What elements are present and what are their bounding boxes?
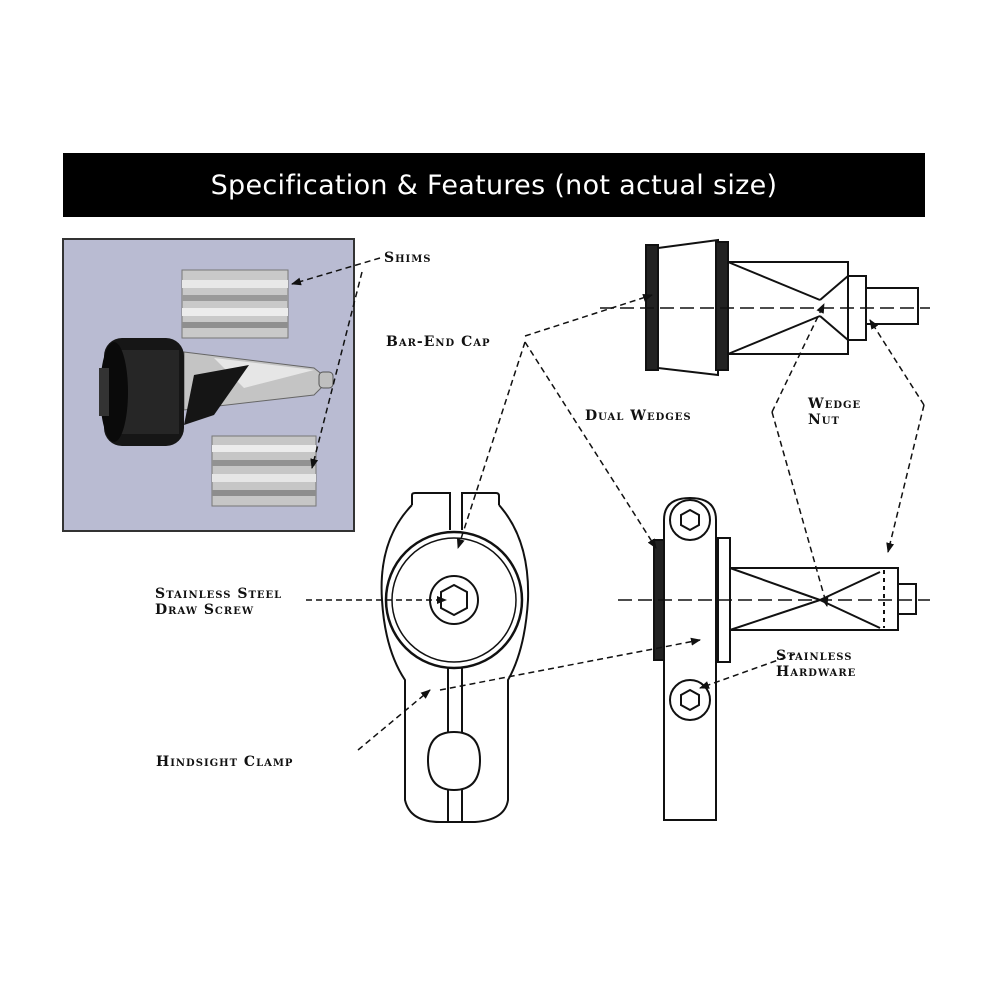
product-photo [62, 238, 355, 532]
title-bar: Specification & Features (not actual siz… [63, 153, 925, 217]
wedge-assembly [183, 351, 334, 425]
top-shim [181, 269, 289, 339]
product-photo-drawing [64, 240, 353, 530]
stainless-steel-draw-screw-label: Stainless Steel Draw Screw [155, 586, 283, 618]
shims-label: Shims [384, 250, 432, 266]
dual-wedges-label: Dual Wedges [585, 408, 692, 424]
clamp-front-view-drawing [380, 492, 530, 823]
bar-end-assembly-drawing [600, 238, 930, 377]
black-end-cap [99, 338, 184, 446]
bottom-shim [211, 435, 317, 507]
wedge-nut-label: Wedge Nut [808, 396, 862, 428]
stainless-hardware-label: Stainless Hardware [776, 648, 857, 680]
clamp-side-view-drawing [618, 496, 930, 821]
leader-lines [291, 257, 925, 751]
bar-end-cap-label: Bar-End Cap [386, 334, 491, 350]
page-title: Specification & Features (not actual siz… [210, 169, 778, 201]
hindsight-clamp-label: Hindsight Clamp [156, 754, 294, 770]
